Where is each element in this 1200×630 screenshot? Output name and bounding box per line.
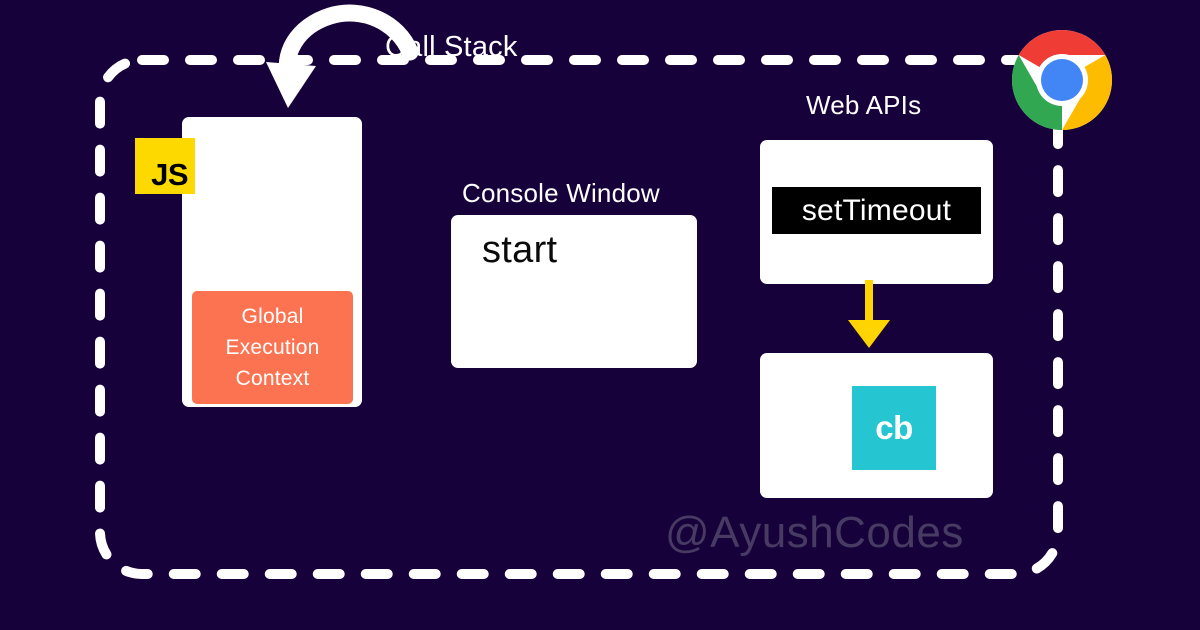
console-output-text: start: [482, 229, 558, 271]
settimeout-chip: setTimeout: [772, 187, 981, 234]
watermark-handle: @AyushCodes: [665, 508, 964, 557]
call-stack-label: Call Stack: [385, 31, 518, 63]
javascript-logo-icon: JS: [135, 138, 195, 194]
console-window-label: Console Window: [462, 178, 660, 208]
browser-window-frame: [95, 55, 1063, 579]
chrome-logo-icon: [1010, 28, 1114, 132]
console-window-box: [451, 215, 697, 368]
call-stack-pointer-arrow: [258, 4, 419, 122]
web-apis-label: Web APIs: [806, 90, 922, 120]
callback-chip: cb: [852, 386, 936, 470]
down-arrow-icon: [846, 280, 892, 350]
global-execution-context-frame: Global Execution Context: [192, 291, 353, 404]
